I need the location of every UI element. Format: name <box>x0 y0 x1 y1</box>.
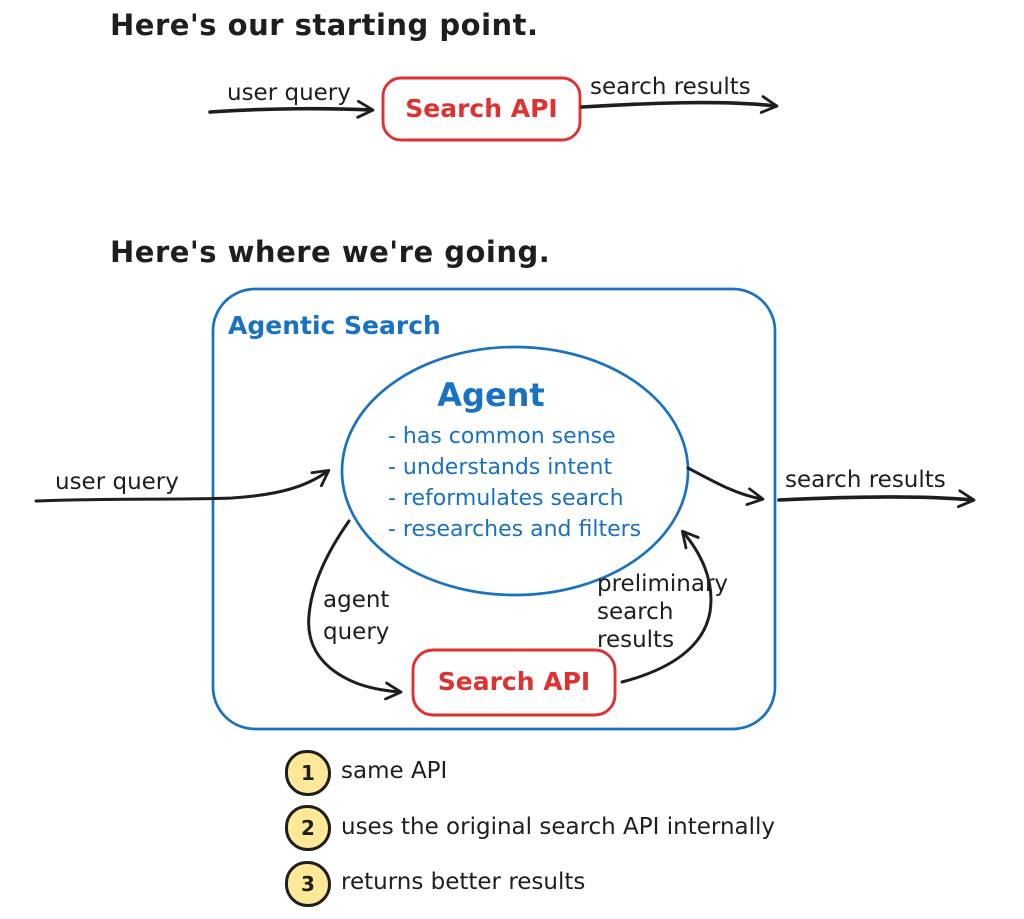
arrow-goal-user-query <box>34 469 331 503</box>
legend-number: 2 <box>301 816 315 840</box>
legend-label: same API <box>341 758 448 784</box>
legend-label: uses the original search API internally <box>341 814 776 840</box>
agent-bullet: - researches and filters <box>388 517 642 542</box>
arrow-goal-search-results <box>777 489 976 509</box>
legend-number: 1 <box>301 761 315 785</box>
agent-bullet: - reformulates search <box>388 486 624 511</box>
starting-point-title: Here's our starting point. <box>110 8 539 42</box>
legend-label: returns better results <box>341 869 586 895</box>
goal-search-results-label: search results <box>785 467 946 493</box>
start-search-api-box <box>381 76 582 142</box>
agentic-search-label: Agentic Search <box>228 311 441 340</box>
agent-bullet: - understands intent <box>388 455 613 480</box>
goal-user-query-label: user query <box>55 469 179 495</box>
agent-bullet: - has common sense <box>388 424 616 449</box>
goal-search-api-label: Search API <box>437 667 591 696</box>
legend-number-badge: 1 <box>285 750 331 796</box>
goal-search-api-box <box>411 648 617 717</box>
goal-title: Here's where we're going. <box>110 235 551 269</box>
arrow-start-user-query <box>208 99 375 119</box>
start-search-results-label: search results <box>590 74 751 100</box>
arrow-start-search-results <box>580 95 779 114</box>
agent-query-label: agent query <box>323 587 390 645</box>
legend-number: 3 <box>301 872 315 896</box>
preliminary-results-label: preliminary search results <box>597 571 729 653</box>
start-user-query-label: user query <box>227 80 351 106</box>
start-search-api-label: Search API <box>405 93 558 123</box>
agent-title: Agent <box>437 376 545 414</box>
legend-number-badge: 3 <box>285 861 331 907</box>
agent-ellipse <box>340 345 690 597</box>
legend-number-badge: 2 <box>285 805 331 851</box>
agent-bullet-list: - has common sense - understands intent … <box>388 421 641 545</box>
agentic-search-container-box <box>211 287 777 731</box>
arrow-ellipse-to-wall <box>686 466 765 506</box>
arrow-preliminary-results <box>620 529 713 684</box>
arrow-agent-query <box>307 519 403 701</box>
